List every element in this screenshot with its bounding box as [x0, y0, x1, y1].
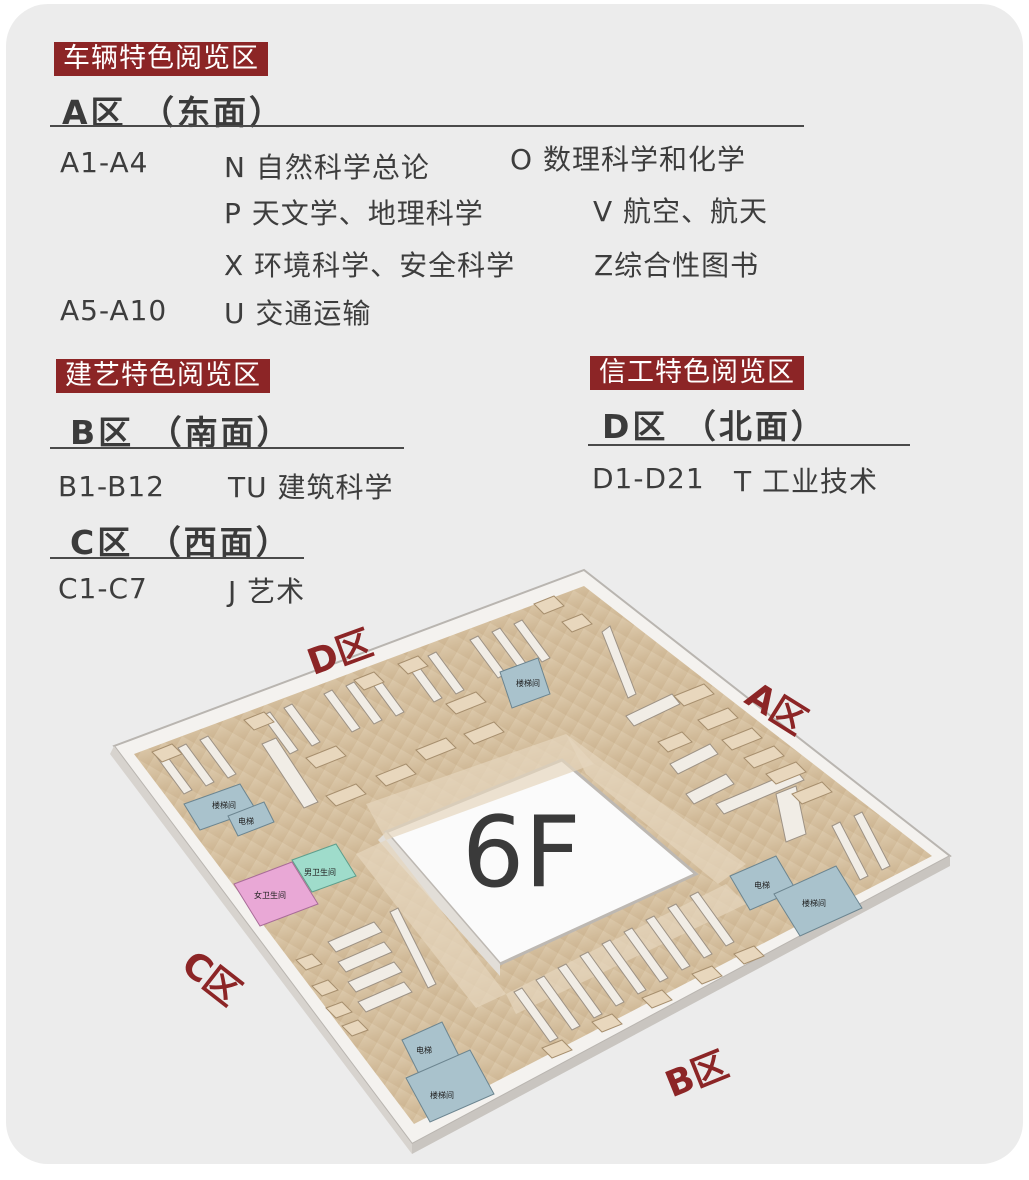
floor-number: 6F	[462, 796, 581, 910]
stairwell-north	[499, 657, 551, 709]
reading-tables-c-zone	[295, 953, 369, 1037]
reading-tables-a-zone	[657, 683, 833, 805]
corridor	[366, 734, 594, 840]
zone-c-range: C1-C7	[58, 572, 148, 605]
elevator-label: 电梯	[238, 816, 254, 826]
zone-a-category: X 环境科学、安全科学	[224, 249, 516, 282]
elevator-label: 电梯	[416, 1045, 432, 1055]
zone-d-range: D1-D21	[592, 462, 705, 495]
zone-a-category: N 自然科学总论	[224, 151, 430, 184]
floor-base-edge	[412, 856, 950, 1154]
zone-b-tag: 建艺特色阅览区	[56, 359, 270, 393]
zone-a-category: O 数理科学和化学	[510, 143, 746, 176]
zone-a-range: A1-A4	[60, 146, 149, 179]
zone-b-range: B1-B12	[58, 470, 165, 503]
reading-tables-b-zone	[541, 945, 765, 1059]
bookshelves-c-zone	[327, 907, 437, 1013]
zone-d-divider	[588, 444, 910, 446]
stairwell-label: 楼梯间	[212, 800, 236, 810]
elevator-nw	[227, 801, 275, 837]
zone-a-category: P 天文学、地理科学	[224, 197, 484, 230]
zone-d-title: D区 （北面）	[602, 407, 827, 446]
zone-b-category: TU 建筑科学	[228, 471, 394, 504]
elevator-label: 电梯	[754, 880, 770, 890]
stairwell-label: 楼梯间	[430, 1090, 454, 1100]
zone-c-title: C区 （西面）	[70, 523, 292, 562]
mens-restroom	[291, 843, 357, 893]
zone-a-category: V 航空、航天	[593, 195, 769, 228]
zone-a-tag: 车辆特色阅览区	[54, 42, 268, 76]
zone-d-tag: 信工特色阅览区	[590, 356, 804, 390]
zone-d-category: T 工业技术	[734, 465, 879, 498]
womens-restroom-label: 女卫生间	[254, 890, 286, 900]
atrium-rim	[378, 832, 500, 976]
floor-map: 楼梯间 电梯 楼梯间 男卫生间 女卫生间 电梯 楼梯间 电梯 楼梯间	[110, 568, 952, 1154]
zone-c-category: J 艺术	[228, 575, 306, 608]
corridor	[566, 734, 746, 884]
bookshelves-a-zone	[601, 625, 891, 881]
zone-a-category: U 交通运输	[224, 297, 372, 330]
bookshelves-b-zone	[513, 891, 735, 1043]
corridor	[356, 840, 506, 1008]
womens-restroom	[233, 861, 319, 927]
corridor	[506, 884, 746, 1014]
stairwell-label: 楼梯间	[516, 678, 540, 688]
bookshelves-d-zone	[155, 619, 551, 809]
zone-b-title: B区 （南面）	[70, 413, 293, 452]
stairwell-label: 楼梯间	[802, 898, 826, 908]
zone-a-divider	[50, 125, 804, 127]
reading-tables-d-zone	[151, 595, 593, 807]
zone-a-range: A5-A10	[60, 294, 168, 327]
stairwell-south	[405, 1049, 495, 1123]
zone-a-category: Z综合性图书	[594, 249, 760, 282]
stairwell-east	[773, 865, 863, 937]
floor-guide-card: 车辆特色阅览区 A区 （东面） A1-A4 N 自然科学总论 O 数理科学和化学…	[6, 4, 1023, 1164]
mens-restroom-label: 男卫生间	[304, 867, 336, 877]
zone-b-divider	[50, 447, 404, 449]
zone-c-divider	[50, 557, 304, 559]
floor-base-edge	[110, 746, 412, 1154]
